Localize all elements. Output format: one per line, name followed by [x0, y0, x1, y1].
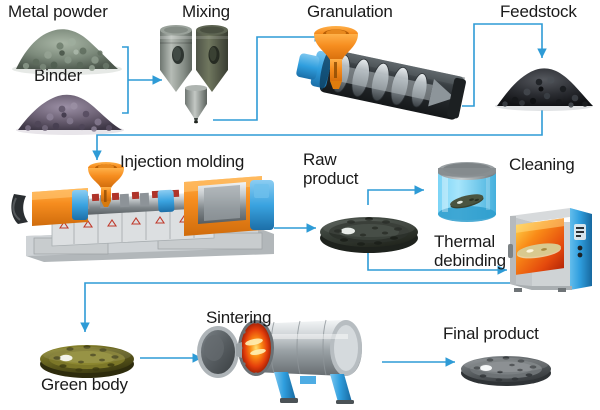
mixer-machine [152, 18, 242, 126]
label-sintering: Sintering [206, 308, 272, 327]
label-binder: Binder [34, 66, 82, 85]
granulator-extruder [292, 22, 488, 126]
metal-powder-pile [10, 22, 124, 76]
label-mixing: Mixing [182, 2, 230, 21]
label-green-body: Green body [41, 375, 128, 394]
label-thermal-debinding: Thermal debinding [434, 232, 506, 270]
label-cleaning: Cleaning [509, 155, 575, 174]
label-metal-powder: Metal powder [8, 2, 108, 21]
sintering-furnace [196, 314, 372, 404]
green-body-disc [38, 336, 136, 382]
label-raw-product: Raw product [303, 150, 359, 188]
raw-product-disc [318, 204, 420, 254]
connector-raw-product-to-cleaning [367, 185, 424, 205]
label-feedstock: Feedstock [500, 2, 577, 21]
label-final-product: Final product [443, 324, 539, 343]
binder-pile [14, 86, 126, 136]
final-product-disc [459, 348, 553, 390]
feedstock-pile [493, 62, 595, 112]
label-injection-molding: Injection molding [120, 152, 245, 171]
injection-molding-machine [8, 150, 286, 266]
cleaning-jar [432, 158, 502, 232]
debinding-furnace [508, 204, 594, 292]
label-granulation: Granulation [307, 2, 393, 21]
